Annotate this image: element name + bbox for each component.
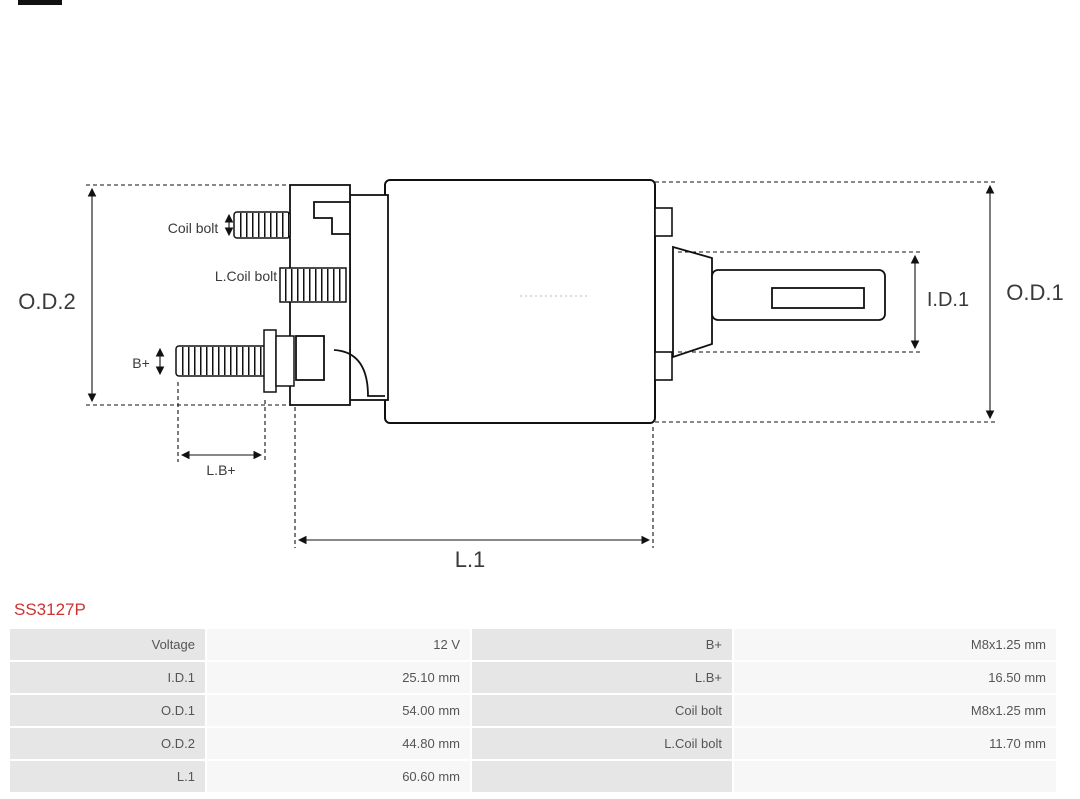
spec-row: Voltage 12 V B+ M8x1.25 mm bbox=[10, 629, 1056, 660]
spec-table: Voltage 12 V B+ M8x1.25 mm I.D.1 25.10 m… bbox=[8, 627, 1058, 794]
dim-lb-plus bbox=[177, 382, 266, 462]
spec-label: B+ bbox=[472, 629, 732, 660]
solenoid-diagram: O.D.2 O.D.1 I.D.1 L.1 L.B+ bbox=[18, 179, 1064, 572]
dim-id1 bbox=[678, 251, 922, 353]
spec-label: L.1 bbox=[10, 761, 205, 792]
spec-value: 11.70 mm bbox=[734, 728, 1056, 759]
spec-row: L.1 60.60 mm bbox=[10, 761, 1056, 792]
spec-label: L.Coil bolt bbox=[472, 728, 732, 759]
solenoid-diagram-wrap: O.D.2 O.D.1 I.D.1 L.1 L.B+ bbox=[18, 179, 1064, 572]
label-l1: L.1 bbox=[455, 547, 486, 572]
spec-label: O.D.2 bbox=[10, 728, 205, 759]
spec-value: 16.50 mm bbox=[734, 662, 1056, 693]
solenoid-body bbox=[175, 179, 886, 424]
dim-od2 bbox=[86, 184, 292, 406]
spec-label: Voltage bbox=[10, 629, 205, 660]
label-lb-plus: L.B+ bbox=[206, 462, 235, 478]
label-coil-bolt: Coil bolt bbox=[168, 220, 219, 236]
spec-label bbox=[472, 761, 732, 792]
coil-bolt-stud bbox=[233, 211, 291, 239]
spec-label: Coil bolt bbox=[472, 695, 732, 726]
spec-value: M8x1.25 mm bbox=[734, 695, 1056, 726]
plunger-cone bbox=[672, 245, 713, 359]
spec-value: 44.80 mm bbox=[207, 728, 470, 759]
spec-row: I.D.1 25.10 mm L.B+ 16.50 mm bbox=[10, 662, 1056, 693]
b-plus-nut bbox=[275, 335, 295, 387]
dim-od1 bbox=[655, 181, 997, 423]
spec-label: O.D.1 bbox=[10, 695, 205, 726]
dim-l1 bbox=[294, 407, 654, 548]
spec-value bbox=[734, 761, 1056, 792]
spec-row: O.D.2 44.80 mm L.Coil bolt 11.70 mm bbox=[10, 728, 1056, 759]
terminal-tab-bottom bbox=[654, 351, 673, 381]
part-number: SS3127P bbox=[14, 600, 86, 619]
spec-value: 54.00 mm bbox=[207, 695, 470, 726]
solenoid-cylinder bbox=[384, 179, 656, 424]
label-od2: O.D.2 bbox=[18, 289, 75, 314]
spec-row: O.D.1 54.00 mm Coil bolt M8x1.25 mm bbox=[10, 695, 1056, 726]
spec-label: I.D.1 bbox=[10, 662, 205, 693]
spec-label: L.B+ bbox=[472, 662, 732, 693]
label-od1: O.D.1 bbox=[1006, 280, 1063, 305]
terminal-tab-top bbox=[654, 207, 673, 237]
b-plus-stud bbox=[175, 329, 295, 393]
spec-value: 60.60 mm bbox=[207, 761, 470, 792]
label-id1: I.D.1 bbox=[927, 289, 969, 311]
label-b-plus: B+ bbox=[132, 355, 150, 371]
spec-value: 12 V bbox=[207, 629, 470, 660]
logo-fragment bbox=[18, 0, 62, 5]
spec-value: 25.10 mm bbox=[207, 662, 470, 693]
spec-value: M8x1.25 mm bbox=[734, 629, 1056, 660]
label-l-coil-bolt: L.Coil bolt bbox=[215, 268, 277, 284]
plunger-slot bbox=[771, 287, 865, 309]
l-coil-bolt-sleeve bbox=[279, 267, 347, 303]
b-plus-washer bbox=[263, 329, 277, 393]
plunger bbox=[672, 245, 886, 359]
